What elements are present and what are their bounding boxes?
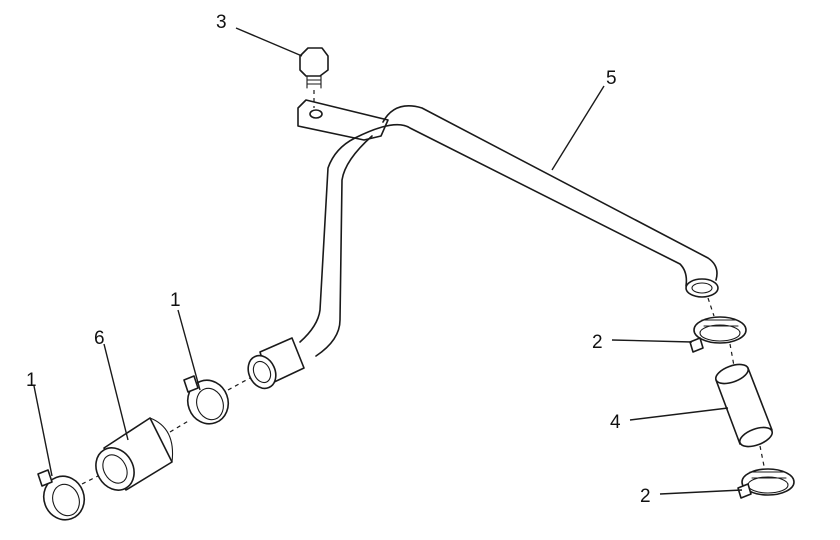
pipe-left-end-bore bbox=[252, 360, 272, 384]
callout-1-middle: 1 bbox=[170, 290, 181, 311]
clamp-band-serration bbox=[701, 319, 739, 327]
pipe-part-5 bbox=[247, 99, 719, 390]
callout-1-left: 1 bbox=[26, 370, 37, 391]
callout-2-lower: 2 bbox=[640, 486, 651, 507]
clamp-band-inner bbox=[699, 324, 741, 342]
leader-3 bbox=[235, 27, 303, 57]
assembly-axis-far-left bbox=[81, 475, 99, 485]
bolt-head bbox=[299, 47, 329, 77]
clamp-band bbox=[693, 316, 747, 344]
mounting-bracket bbox=[297, 99, 389, 141]
hose-top-end bbox=[714, 363, 750, 385]
leader-5 bbox=[551, 85, 605, 171]
leader-1-left bbox=[33, 385, 53, 477]
clamp-band bbox=[741, 468, 795, 496]
hose-right-end bbox=[149, 417, 174, 463]
hose-clamp-lower-right bbox=[737, 468, 795, 499]
clamp-screw-housing bbox=[737, 483, 752, 499]
callout-6: 6 bbox=[94, 328, 105, 349]
bracket-bolt-hole bbox=[309, 109, 323, 119]
assembly-axis-middle bbox=[227, 377, 251, 391]
clamp-band bbox=[42, 475, 86, 521]
assembly-axis-upper bbox=[707, 297, 715, 317]
hose-left-end-bore bbox=[102, 454, 128, 484]
hose-clamp-left bbox=[37, 469, 86, 521]
clamp-screw-housing bbox=[37, 469, 53, 487]
hose-bottom-end bbox=[738, 426, 774, 448]
clamp-screw-housing bbox=[183, 375, 199, 393]
hose-clamp-upper-right bbox=[689, 316, 747, 353]
pipe-vertical-left-edge bbox=[299, 137, 356, 343]
callout-3: 3 bbox=[216, 12, 227, 33]
bolt-part-3 bbox=[299, 47, 329, 108]
pipe-right-end-bore bbox=[691, 282, 713, 294]
assembly-axis-left bbox=[169, 419, 191, 433]
clamp-band-serration bbox=[749, 471, 787, 479]
leader-lines bbox=[33, 27, 743, 495]
leader-6 bbox=[103, 343, 129, 441]
hose-clamp-middle bbox=[183, 375, 230, 425]
assembly-axis-lower bbox=[759, 445, 765, 467]
leader-2-lower bbox=[659, 489, 743, 495]
clamp-screw-housing bbox=[689, 337, 704, 353]
hose-part-6 bbox=[95, 417, 174, 491]
clamp-band bbox=[186, 379, 230, 425]
leader-2-upper bbox=[611, 339, 693, 343]
pipe-upper-edge bbox=[382, 105, 718, 281]
leader-4 bbox=[629, 407, 729, 421]
clamp-band-inner bbox=[52, 483, 80, 517]
leader-1-middle bbox=[177, 309, 201, 391]
pipe-vertical-right-edge bbox=[315, 135, 373, 357]
bolt-thread bbox=[306, 75, 322, 89]
callout-4: 4 bbox=[610, 412, 621, 433]
assembly-axis-mid bbox=[729, 343, 735, 367]
clamp-band-inner bbox=[196, 387, 224, 421]
hose-part-4 bbox=[714, 363, 774, 448]
callout-labels: 3 5 2 4 2 1 6 1 bbox=[26, 12, 651, 507]
pipe-right-end bbox=[685, 278, 719, 298]
callout-5: 5 bbox=[606, 68, 617, 89]
pipe-lower-edge bbox=[354, 123, 688, 287]
callout-2-upper: 2 bbox=[592, 332, 603, 353]
